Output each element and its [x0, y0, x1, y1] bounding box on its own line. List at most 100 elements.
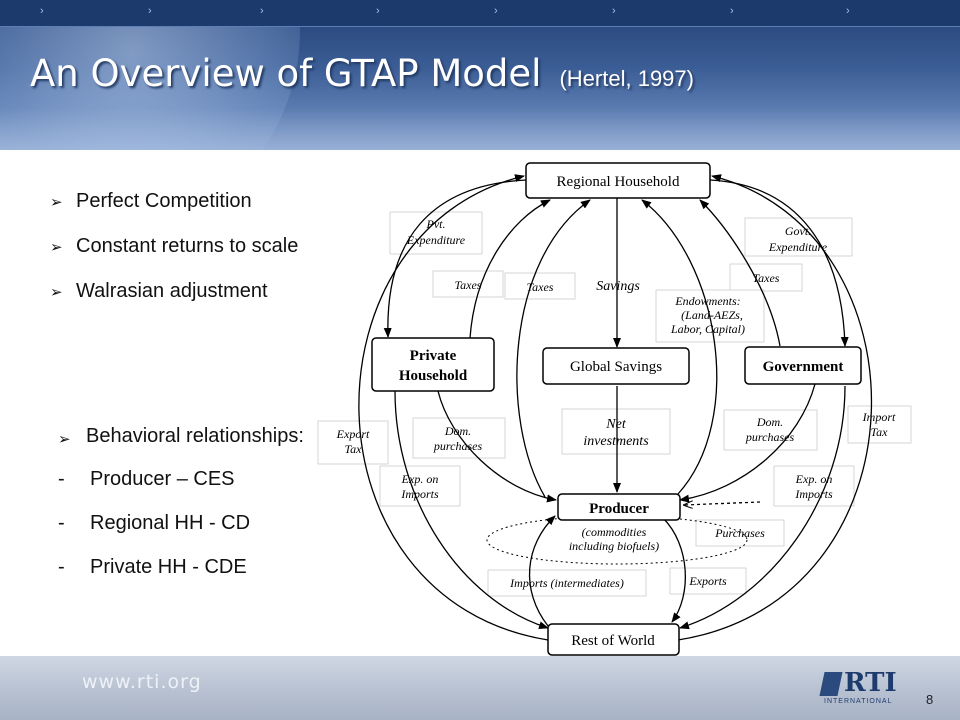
producer-note: including biofuels)	[569, 539, 659, 553]
dash-mark: -	[58, 468, 65, 490]
rti-logo: RTI INTERNATIONAL	[819, 668, 910, 710]
label-box	[379, 465, 461, 507]
decor-chevron-icon: ›	[376, 5, 380, 17]
label-box	[504, 272, 576, 300]
behavioral-item: - Regional HH - CD	[58, 512, 318, 534]
arrow-govt-dom-purchases	[679, 383, 816, 503]
behavioral-item-text: Producer – CES	[90, 468, 235, 490]
label-box	[561, 408, 671, 455]
node-private-household-label: Private	[410, 348, 457, 364]
node-global-savings-label: Global Savings	[570, 359, 662, 375]
arrow-bullet-icon: ➢	[50, 194, 63, 211]
bullet-item: ➢Perfect Competition	[50, 190, 350, 235]
node-rest-of-world	[547, 623, 680, 656]
label-box	[412, 417, 506, 459]
behavioral-item-text: Regional HH - CD	[90, 512, 251, 534]
label-box	[729, 263, 803, 292]
bullet-text: Constant returns to scale	[76, 235, 299, 257]
dash-mark: -	[58, 512, 65, 534]
slide-title-text: An Overview of GTAP Model	[30, 52, 542, 95]
arrow-import-tax	[677, 174, 872, 641]
label-exp-on-imports: Exp. on	[795, 472, 833, 486]
label-govt-expenditure: Expenditure	[768, 240, 828, 254]
node-private-household-label: Household	[399, 368, 468, 384]
arrow-bullet-icon: ➢	[50, 284, 63, 301]
arrow-purchases	[684, 502, 761, 505]
top-bar: › › › › › › › ›	[0, 0, 960, 27]
label-imports-intermediates: Imports (intermediates)	[509, 576, 624, 590]
label-net-investments: investments	[583, 434, 649, 449]
label-box	[432, 270, 504, 298]
decor-chevron-icon: ›	[730, 5, 734, 17]
decor-chevron-icon: ›	[612, 5, 616, 17]
arrow-taxes-producer	[516, 199, 591, 498]
label-dom-purchases: Dom.	[756, 415, 783, 429]
label-taxes: Taxes	[455, 278, 482, 292]
label-export-tax: Tax	[345, 442, 363, 456]
title-citation: (Hertel, 1997)	[559, 66, 694, 91]
label-box	[389, 211, 483, 255]
behavioral-item-text: Private HH - CDE	[90, 556, 247, 578]
label-endowments: (Land-AEZs,	[681, 308, 743, 322]
arrow-endowments	[641, 199, 718, 495]
label-exports: Exports	[688, 574, 727, 588]
arrow-govt-expenditure	[709, 179, 849, 347]
label-box	[695, 519, 785, 547]
slide-footer: www.rti.org RTI INTERNATIONAL 8	[0, 656, 960, 720]
decor-chevron-icon: ›	[846, 5, 850, 17]
decor-chevron-icon: ›	[148, 5, 152, 17]
gtap-flow-diagram: Regional Household Private Household Glo…	[317, 162, 912, 656]
label-import-tax: Import	[862, 410, 896, 424]
label-dom-purchases: purchases	[745, 430, 795, 444]
label-box	[669, 567, 747, 595]
behavioral-heading: ➢ Behavioral relationships:	[58, 422, 318, 450]
label-box	[773, 465, 855, 507]
label-exp-on-imports: Exp. on	[401, 472, 439, 486]
label-dom-purchases: purchases	[433, 439, 483, 453]
arrow-export-tax	[358, 174, 549, 641]
label-taxes: Taxes	[753, 271, 780, 285]
commodity-ellipse	[486, 515, 748, 565]
producer-note: (commodities	[582, 525, 647, 539]
behavioral-item: - Producer – CES	[58, 468, 318, 490]
arrow-taxes-private	[469, 199, 551, 339]
node-global-savings	[542, 347, 690, 385]
label-exp-on-imports: Imports	[794, 487, 833, 501]
behavioral-item: - Private HH - CDE	[58, 556, 318, 578]
bullet-text: Walrasian adjustment	[76, 280, 268, 302]
label-net-investments: Net	[605, 417, 627, 432]
label-box	[487, 569, 647, 597]
header-sheen	[0, 108, 960, 150]
label-purchases: Purchases	[714, 526, 765, 540]
label-box	[317, 420, 389, 465]
label-pvt-expenditure: Pvt.	[426, 217, 446, 231]
decor-chevron-icon: ›	[40, 5, 44, 17]
decor-chevron-icon: ›	[494, 5, 498, 17]
node-government-label: Government	[763, 359, 844, 375]
label-taxes: Taxes	[527, 280, 554, 294]
arrow-taxes-government	[699, 199, 781, 347]
label-import-tax: Tax	[871, 425, 889, 439]
label-endowments: Labor, Capital)	[670, 322, 745, 336]
node-rest-of-world-label: Rest of World	[571, 633, 655, 649]
label-exp-on-imports: Imports	[400, 487, 439, 501]
rti-logo-subtext: INTERNATIONAL	[824, 698, 893, 705]
label-govt-expenditure: Govt.	[785, 224, 811, 238]
rti-logo-text: RTI	[844, 668, 897, 698]
rti-logo-mark-icon	[819, 672, 843, 696]
slide-header: › › › › › › › › An Overview of GTAP Mode…	[0, 0, 960, 150]
arrow-pvt-expenditure	[383, 179, 527, 338]
behavioral-list: ➢ Behavioral relationships: - Producer – C…	[58, 422, 318, 578]
arrow-exports	[662, 517, 686, 623]
label-box	[744, 217, 853, 257]
arrow-bullet-icon: ➢	[58, 431, 71, 448]
node-producer	[557, 493, 681, 521]
label-pvt-expenditure: Expenditure	[406, 233, 466, 247]
arrow-private-imports	[394, 390, 549, 630]
label-endowments: Endowments:	[674, 294, 740, 308]
page-number: 8	[926, 692, 934, 707]
node-private-household	[371, 337, 495, 392]
behavioral-heading-text: Behavioral relationships:	[86, 425, 304, 447]
label-export-tax: Export	[336, 427, 370, 441]
dash-mark: -	[58, 556, 65, 578]
